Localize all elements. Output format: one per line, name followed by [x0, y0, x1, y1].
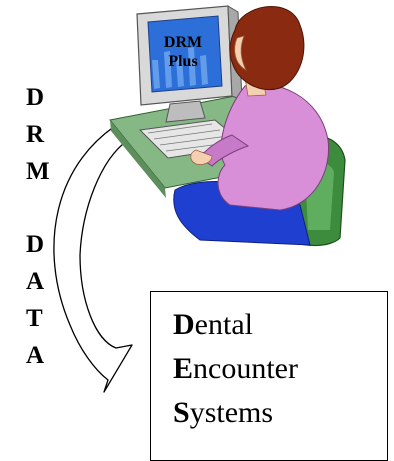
initial-letter: E — [173, 352, 194, 385]
box-line-dental: Dental — [173, 310, 253, 340]
label-letter: A — [26, 342, 45, 369]
monitor-label-line1: DRM — [164, 34, 202, 51]
box-line-encounter: Encounter — [173, 354, 298, 384]
word-rest: ystems — [189, 396, 274, 429]
monitor-label-line2: Plus — [168, 53, 197, 70]
hair — [229, 6, 305, 90]
dental-encounter-systems-box: Dental Encounter Systems — [150, 291, 388, 461]
label-letter: T — [26, 305, 43, 332]
label-letter: D — [26, 84, 45, 111]
initial-letter: D — [173, 308, 195, 341]
label-letter: M — [26, 158, 50, 185]
woman-illustration — [173, 6, 346, 247]
initial-letter: S — [173, 396, 190, 429]
flow-arrow — [53, 117, 133, 393]
label-letter: D — [26, 231, 45, 258]
label-letter: R — [26, 121, 45, 148]
word-rest: ental — [194, 308, 253, 341]
word-rest: ncounter — [193, 352, 298, 385]
label-letter: A — [26, 268, 45, 295]
box-line-systems: Systems — [173, 398, 273, 428]
